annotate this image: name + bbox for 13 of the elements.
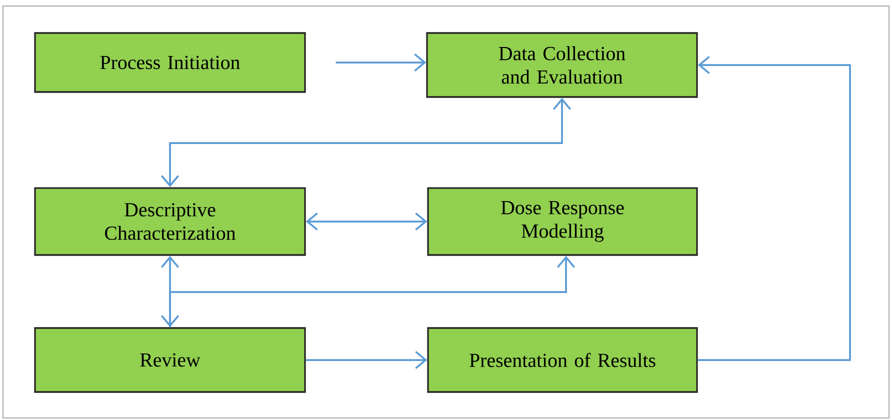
process-box: Process Initiation: [34, 32, 306, 93]
arrow: [169, 256, 576, 328]
process-box: Review: [34, 327, 306, 393]
process-box: Presentation of Results: [427, 327, 698, 393]
arrow: [306, 350, 428, 370]
process-box: Descriptive Characterization: [34, 187, 306, 256]
arrow: [160, 256, 180, 328]
arrow: [336, 53, 426, 72]
arrow: [698, 56, 851, 361]
process-box: Data Collection and Evaluation: [426, 32, 698, 98]
arrow: [306, 212, 428, 231]
arrow: [160, 98, 572, 188]
process-box: Dose Response Modelling: [427, 187, 698, 256]
